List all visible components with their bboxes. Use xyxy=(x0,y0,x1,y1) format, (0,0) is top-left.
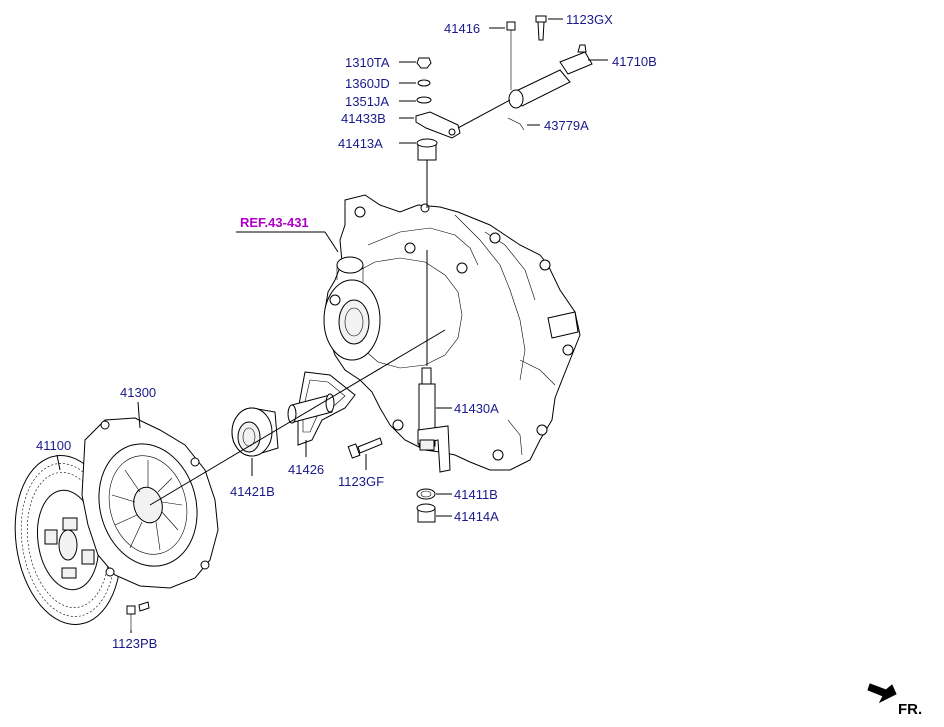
label-1351JA: 1351JA xyxy=(345,94,389,109)
release-sleeve xyxy=(287,371,356,446)
bolt-1123PB xyxy=(126,601,150,630)
label-41421B: 41421B xyxy=(230,484,275,499)
label-41413A: 41413A xyxy=(338,136,383,151)
arrow-icon xyxy=(867,683,897,704)
bushing-41411B xyxy=(416,488,436,500)
clutch-cover xyxy=(81,417,219,589)
release-fork-shaft xyxy=(417,367,451,473)
bolt-1123GF xyxy=(347,437,383,459)
label-43779A: 43779A xyxy=(544,118,589,133)
label-1123GX: 1123GX xyxy=(566,12,613,27)
label-41416: 41416 xyxy=(444,21,480,36)
bushing-41413A xyxy=(416,138,438,161)
label-1310TA: 1310TA xyxy=(345,55,390,70)
ref-link-43-431[interactable]: REF.43-431 xyxy=(240,215,309,230)
label-41100: 41100 xyxy=(36,438,71,453)
release-cylinder xyxy=(508,44,593,109)
clip-43779A xyxy=(507,117,525,131)
label-1123PB: 1123PB xyxy=(112,636,157,651)
label-41426: 41426 xyxy=(288,462,324,477)
bushing-41414A xyxy=(416,503,436,523)
leader-lines xyxy=(56,18,608,633)
washer-1351JA xyxy=(416,96,432,104)
label-41433B: 41433B xyxy=(341,111,386,126)
label-41430A: 41430A xyxy=(454,401,499,416)
label-1360JD: 1360JD xyxy=(345,76,390,91)
fr-label: FR. xyxy=(898,701,922,718)
nut-1310TA xyxy=(416,57,432,69)
bleeder-screw-41416 xyxy=(506,21,516,90)
label-1123GF: 1123GF xyxy=(338,474,384,489)
label-41414A: 41414A xyxy=(454,509,499,524)
release-lever xyxy=(415,111,461,139)
label-41710B: 41710B xyxy=(612,54,657,69)
bolt-1123GX xyxy=(535,15,547,41)
label-41300: 41300 xyxy=(120,385,156,400)
label-41411B: 41411B xyxy=(454,487,498,502)
front-direction-indicator: FR. xyxy=(867,683,922,718)
release-bearing xyxy=(231,407,279,457)
washer-1360JD xyxy=(417,79,431,87)
transaxle-housing xyxy=(323,194,581,471)
